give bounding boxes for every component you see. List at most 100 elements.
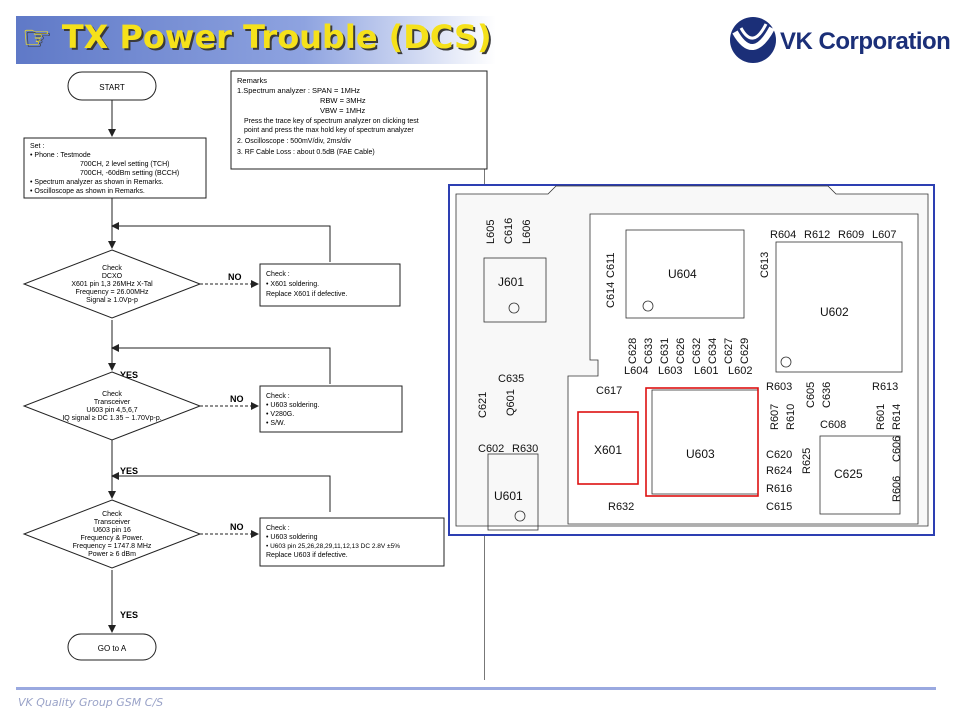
diagram-label: R603 (766, 381, 792, 393)
no-label: NO (228, 272, 242, 282)
diagram-label: L604 (624, 365, 648, 377)
diagram-label: C628 (627, 338, 639, 364)
diagram-label: C617 (596, 385, 622, 397)
diagram-label: • X601 soldering. (266, 281, 319, 288)
diagram-label: C635 (498, 373, 524, 385)
remarks-line: RBW = 3MHz (320, 96, 366, 105)
diagram-label: L601 (694, 365, 718, 377)
diagram-label: • U603 soldering. (266, 402, 319, 409)
diagram-label: C627 (723, 338, 735, 364)
diagram-label: L607 (872, 229, 896, 241)
footer-divider (16, 687, 936, 690)
diagram-label: C625 (834, 467, 863, 481)
diagram-label: • Oscilloscope as shown in Remarks. (30, 188, 145, 195)
diagram-label: C611 (605, 253, 617, 278)
diagram-label: Transceiver (94, 519, 131, 526)
diagram-label: R607 (769, 404, 781, 430)
diagram-label: R604 (770, 229, 796, 241)
footer-text: VK Quality Group GSM C/S (18, 696, 164, 709)
diagram-label: Check (102, 391, 122, 398)
diagram-label: U602 (820, 305, 849, 319)
diagram-label: L605 (485, 220, 497, 244)
diagram-label: Transceiver (94, 399, 131, 406)
diagram-label: C620 (766, 449, 792, 461)
diagram-label: C626 (675, 338, 687, 364)
diagram-label: C633 (643, 338, 655, 364)
decision-transceiver-iq (22, 371, 202, 441)
diagram-label: R625 (801, 448, 813, 474)
yes-label: YES (120, 466, 138, 476)
remarks-line: point and press the max hold key of spec… (244, 127, 414, 134)
diagram-label: • Spectrum analyzer as shown in Remarks. (30, 179, 164, 186)
diagram-label: C614 (605, 282, 617, 308)
diagram-label: C615 (766, 501, 792, 513)
company-name: VK Corporation (780, 28, 951, 55)
start-label: START (99, 83, 125, 92)
diagram-label: Q601 (505, 389, 517, 416)
decision-transceiver-power (22, 499, 202, 569)
no-label: NO (230, 394, 244, 404)
diagram-label: IQ signal ≥ DC 1.35 ~ 1.70Vp-p. (62, 415, 161, 422)
diagram-label: • S/W. (266, 420, 285, 427)
decision-dcxo (22, 249, 202, 319)
check-box-u603-pins (259, 517, 445, 567)
diagram-label: Frequency & Power. (80, 535, 143, 542)
remarks-line: VBW = 1MHz (320, 106, 365, 115)
remarks-line: 3. RF Cable Loss : about 0.5dB (FAE Cabl… (237, 149, 375, 156)
remarks-line: 2. Oscilloscope : 500mV/div, 2ms/div (237, 138, 351, 145)
diagram-label: R613 (872, 381, 898, 393)
diagram-label: R630 (512, 443, 538, 455)
diagram-label: R616 (766, 483, 792, 495)
diagram-label: DCXO (102, 273, 123, 280)
diagram-label: U603 pin 4,5,6,7 (86, 407, 137, 414)
diagram-label: C602 (478, 443, 504, 455)
diagram-label: R609 (838, 229, 864, 241)
diagram-label: R632 (608, 501, 634, 513)
remarks-line: Press the trace key of spectrum analyzer… (244, 118, 419, 125)
diagram-label: Check (102, 265, 122, 272)
start-node (67, 71, 157, 101)
diagram-label: X601 (594, 443, 622, 457)
title-bar (16, 16, 496, 64)
diagram-label: 700CH, 2 level setting (TCH) (80, 161, 169, 168)
remarks-box: Remarks 1.Spectrum analyzer : SPAN = 1MH… (230, 70, 488, 170)
diagram-label: C621 (477, 392, 489, 418)
diagram-label: Power ≥ 6 dBm (88, 551, 136, 558)
diagram-label: Set : (30, 143, 44, 150)
end-node (67, 633, 157, 661)
diagram-label: C631 (659, 338, 671, 364)
diagram-label: C613 (759, 252, 771, 278)
check-box-x601 (259, 263, 401, 307)
pcb-layout: L605 C616 L606 J601 C635 Q601 C621 C617 … (448, 184, 935, 536)
diagram-label: L602 (728, 365, 752, 377)
diagram-label: U603 pin 16 (93, 527, 131, 534)
diagram-label: X601 pin 1,3 26MHz X-Tal (71, 281, 153, 288)
no-label: NO (230, 522, 244, 532)
diagram-label: R610 (785, 404, 797, 430)
yes-label: YES (120, 610, 138, 620)
diagram-label: Replace X601 if defective. (266, 291, 347, 298)
diagram-label: R612 (804, 229, 830, 241)
diagram-label: C616 (503, 218, 515, 244)
x601-highlight (577, 411, 639, 485)
diagram-label: Frequency = 1747.8 MHz (73, 543, 152, 550)
remarks-line: Remarks (237, 76, 267, 85)
diagram-label: 700CH, -60dBm setting (BCCH) (80, 170, 179, 177)
diagram-label: • V280G. (266, 411, 294, 418)
diagram-label: R606 (891, 476, 903, 502)
diagram-label: L603 (658, 365, 682, 377)
diagram-label: U604 (668, 267, 697, 281)
diagram-label: Signal ≥ 1.0Vp-p (86, 297, 138, 304)
diagram-label: Frequency = 26.00MHz (76, 289, 149, 296)
flowchart: START Set : • Phone : Testmode 700CH, 2 … (22, 71, 445, 661)
diagram-label: C629 (739, 338, 751, 364)
yes-label: YES (120, 370, 138, 380)
u603-highlight (645, 387, 759, 497)
set-box (23, 137, 207, 199)
check-box-u603 (259, 385, 403, 433)
diagram-label: C608 (820, 419, 846, 431)
diagram-label: Replace U603 if defective. (266, 552, 348, 559)
diagram-label: U601 (494, 489, 523, 503)
diagram-label: R624 (766, 465, 792, 477)
diagram-label: C634 (707, 338, 719, 364)
